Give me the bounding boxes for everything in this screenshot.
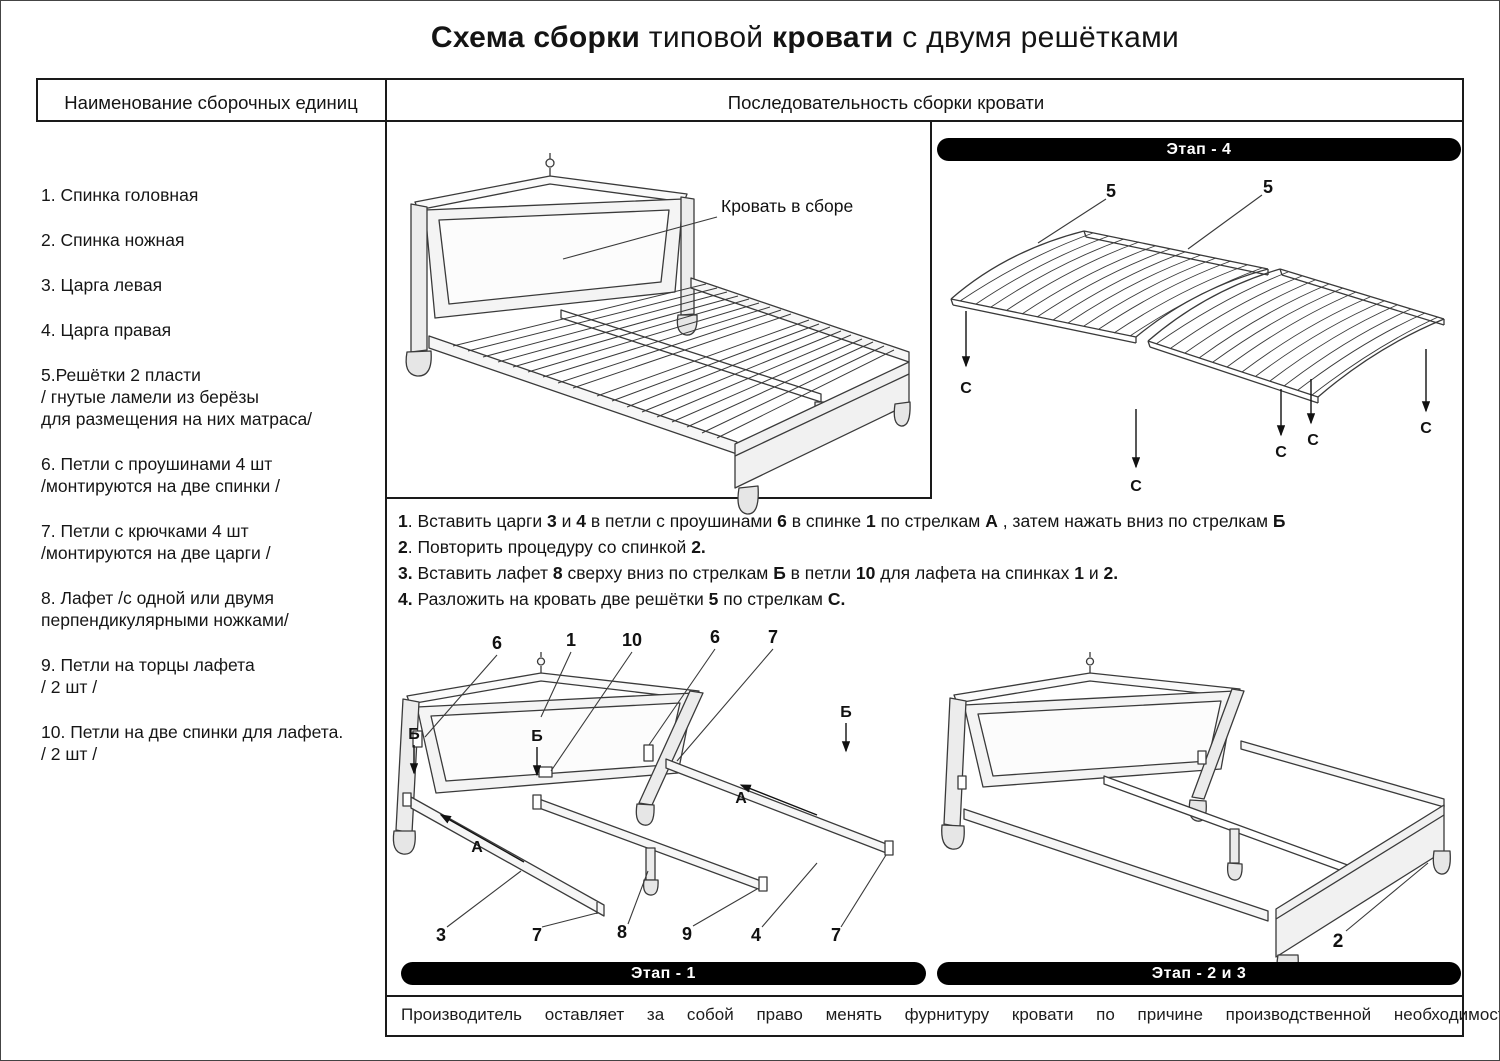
arrow-label-a: А bbox=[471, 839, 483, 856]
part-callout-7: 7 bbox=[831, 925, 841, 945]
part-item: 6. Петли с проушинами 4 шт/монтируются н… bbox=[41, 453, 389, 497]
instruction-line: 3. Вставить лафет 8 сверху вниз по стрел… bbox=[398, 563, 1119, 583]
part-callout-6: 6 bbox=[492, 633, 502, 653]
part-line: для размещения на них матраса/ bbox=[41, 409, 313, 429]
rule-right-border bbox=[1462, 78, 1464, 1037]
part-line: перпендикулярными ножками/ bbox=[41, 610, 289, 630]
rule-bed-box-right bbox=[930, 120, 932, 499]
part-line: 7. Петли с крючками 4 шт bbox=[41, 521, 249, 541]
stage-bar-4: Этап - 4 bbox=[937, 138, 1461, 161]
part-line: 4. Царга правая bbox=[41, 320, 172, 340]
arrow-label-c: С bbox=[1307, 432, 1319, 449]
part-callout-7: 7 bbox=[768, 627, 778, 647]
rule-column-divider bbox=[385, 78, 387, 1037]
rule-bottom bbox=[385, 1035, 1464, 1037]
part-callout-2: 2 bbox=[1333, 931, 1344, 952]
instruction-line: 4. Разложить на кровать две решётки 5 по… bbox=[398, 589, 846, 609]
arrow-label-b: Б bbox=[408, 726, 420, 743]
page-title: Схема сборки типовой кровати с двумя реш… bbox=[131, 21, 1479, 55]
arrow-label-a: А bbox=[735, 790, 747, 807]
part-item: 9. Петли на торцы лафета/ 2 шт / bbox=[41, 654, 389, 698]
rule-above-footer bbox=[385, 995, 1464, 997]
title-part: Схема сборки bbox=[430, 21, 641, 54]
arrow-label-b: Б bbox=[840, 704, 852, 721]
part-line: 6. Петли с проушинами 4 шт bbox=[41, 454, 273, 474]
part-item: 5.Решётки 2 пласти/ гнутые ламели из бер… bbox=[41, 364, 389, 430]
part-item: 3. Царга левая bbox=[41, 274, 389, 296]
title-part: типовой bbox=[640, 21, 772, 54]
rule-bed-box-bottom bbox=[385, 497, 932, 499]
assembled-bed-drawing: Кровать в сборе bbox=[405, 153, 911, 515]
part-callout-1: 1 bbox=[566, 630, 576, 650]
arrow-label-c: С bbox=[960, 380, 972, 397]
assembled-bed-label: Кровать в сборе bbox=[721, 196, 853, 216]
part-line: / 2 шт / bbox=[41, 677, 98, 697]
slat-grids-outline bbox=[950, 194, 1445, 404]
instruction-line: 2. Повторить процедуру со спинкой 2. bbox=[398, 537, 706, 557]
stage4-grids-drawing: 5 5 С С С С С bbox=[950, 177, 1445, 495]
arrow-label-c: С bbox=[1420, 420, 1432, 437]
part-callout-5: 5 bbox=[1106, 181, 1116, 201]
arrow-label-b: Б bbox=[531, 728, 543, 745]
stage4-arrows bbox=[961, 311, 1431, 469]
stage1-exploded-drawing: 6 1 10 6 7 Б Б Б А А 3 7 8 9 4 7 bbox=[392, 627, 894, 945]
part-line: / 2 шт / bbox=[41, 744, 98, 764]
stage-bar-1: Этап - 1 bbox=[401, 962, 926, 985]
rule-top bbox=[36, 78, 1464, 80]
part-item: 2. Спинка ножная bbox=[41, 229, 389, 251]
part-item: 10. Петли на две спинки для лафета./ 2 ш… bbox=[41, 721, 389, 765]
part-line: 2. Спинка ножная bbox=[41, 230, 185, 250]
exploded-headboard-outline bbox=[392, 648, 894, 928]
part-line: 10. Петли на две спинки для лафета. bbox=[41, 722, 344, 742]
arrow-label-c: С bbox=[1275, 444, 1287, 461]
part-item: 4. Царга правая bbox=[41, 319, 389, 341]
part-callout-6: 6 bbox=[710, 627, 720, 647]
stage1-arrows bbox=[409, 723, 851, 863]
instructions: 1. Вставить царги 3 и 4 в петли с проуши… bbox=[398, 508, 1464, 612]
title-part: кровати bbox=[772, 21, 894, 54]
part-line: 3. Царга левая bbox=[41, 275, 163, 295]
rule-left-tick bbox=[36, 78, 38, 122]
arrow-label-c: С bbox=[1130, 478, 1142, 495]
instruction-line: 1. Вставить царги 3 и 4 в петли с проуши… bbox=[398, 511, 1286, 531]
part-callout-3: 3 bbox=[436, 925, 446, 945]
part-callout-8: 8 bbox=[617, 922, 627, 942]
part-item: 7. Петли с крючками 4 шт/монтируются на … bbox=[41, 520, 389, 564]
part-callout-4: 4 bbox=[751, 925, 761, 945]
part-line: /монтируются на две спинки / bbox=[41, 476, 281, 496]
stage-bar-2-3: Этап - 2 и 3 bbox=[937, 962, 1461, 985]
frame-outline bbox=[941, 652, 1451, 981]
parts-list: 1. Спинка головная 2. Спинка ножная 3. Цар… bbox=[41, 184, 389, 788]
part-line: 1. Спинка головная bbox=[41, 185, 199, 205]
part-item: 1. Спинка головная bbox=[41, 184, 389, 206]
part-callout-5: 5 bbox=[1263, 177, 1273, 197]
manufacturer-note: Производитель оставляет за собой право м… bbox=[401, 1005, 1500, 1024]
column-header-parts: Наименование сборочных единиц bbox=[64, 92, 358, 113]
part-callout-10: 10 bbox=[622, 630, 642, 650]
assembled-bed-outline bbox=[405, 153, 911, 515]
column-header-sequence: Последовательность сборки кровати bbox=[727, 92, 1045, 113]
part-line: 5.Решётки 2 пласти bbox=[41, 365, 201, 385]
part-callout-9: 9 bbox=[682, 924, 692, 944]
part-line: 9. Петли на торцы лафета bbox=[41, 655, 255, 675]
part-callout-7: 7 bbox=[532, 925, 542, 945]
part-line: 8. Лафет /с одной или двумя bbox=[41, 588, 274, 608]
rule-header-bottom bbox=[36, 120, 1464, 122]
part-line: / гнутые ламели из берёзы bbox=[41, 387, 259, 407]
stage23-frame-drawing: 2 bbox=[941, 652, 1451, 981]
part-line: /монтируются на две царги / bbox=[41, 543, 271, 563]
title-part: с двумя решётками bbox=[893, 21, 1180, 54]
